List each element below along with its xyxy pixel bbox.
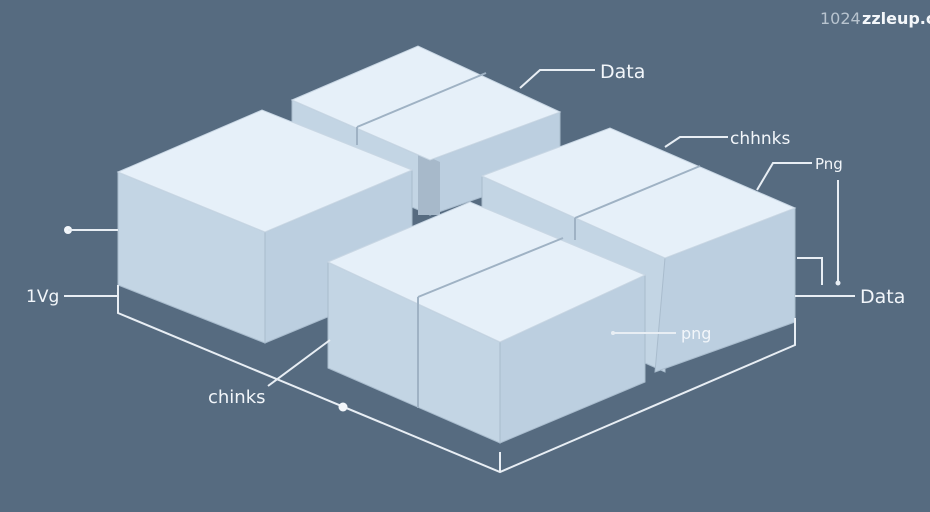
leader-lines bbox=[64, 69, 855, 474]
block-front bbox=[326, 201, 647, 444]
label-chunks-left: chinks bbox=[208, 387, 266, 408]
label-data-right: Data bbox=[860, 286, 905, 308]
watermark-prefix: 1024 bbox=[820, 9, 861, 28]
block-left bbox=[116, 109, 414, 344]
label-data-top: Data bbox=[600, 61, 645, 83]
label-png-inner: png bbox=[681, 324, 711, 343]
label-png-right: Png bbox=[815, 155, 843, 173]
label-chunks-right: chhnks bbox=[730, 129, 791, 149]
watermark-brand: zzleup.c bbox=[862, 9, 930, 28]
label-vg-left: 1Vg bbox=[26, 287, 59, 307]
